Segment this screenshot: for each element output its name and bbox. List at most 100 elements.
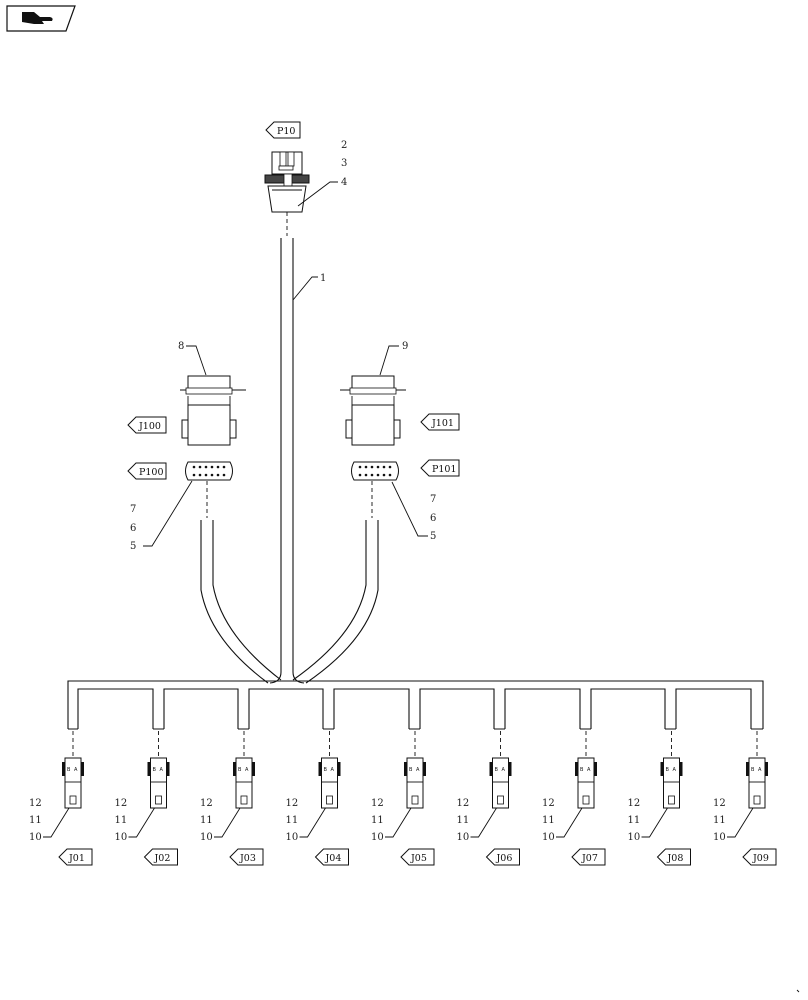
tag-j05[interactable]: J05 xyxy=(400,848,435,866)
tag-j04[interactable]: J04 xyxy=(314,848,349,866)
drop-item-number: 12 xyxy=(371,798,384,809)
svg-text:J09: J09 xyxy=(752,853,769,864)
svg-text:B: B xyxy=(67,767,71,773)
svg-text:A: A xyxy=(416,767,420,773)
svg-text:B: B xyxy=(409,767,413,773)
svg-text:J101: J101 xyxy=(431,418,454,429)
svg-text:2: 2 xyxy=(341,140,347,151)
svg-text:1: 1 xyxy=(320,273,326,284)
drop-item-number: 11 xyxy=(628,815,641,826)
hand-pointer-icon xyxy=(22,12,53,24)
drop-item-number: 12 xyxy=(200,798,213,809)
svg-text:J04: J04 xyxy=(325,853,342,864)
svg-text:B: B xyxy=(751,767,755,773)
distribution-bus xyxy=(67,680,764,730)
drop-item-number: 10 xyxy=(200,832,213,843)
drop-item-number: 10 xyxy=(371,832,384,843)
svg-text:A: A xyxy=(160,767,164,773)
svg-text:J01: J01 xyxy=(68,853,85,864)
svg-text:A: A xyxy=(587,767,591,773)
svg-text:P10: P10 xyxy=(277,126,295,137)
tag-j101[interactable]: J101 xyxy=(420,413,460,431)
svg-text:A: A xyxy=(673,767,677,773)
drop-item-number: 12 xyxy=(628,798,641,809)
svg-text:J08: J08 xyxy=(667,853,684,864)
tag-j08[interactable]: J08 xyxy=(656,848,691,866)
tag-j100[interactable]: J100 xyxy=(127,416,167,434)
drop-item-number: 11 xyxy=(542,815,555,826)
svg-text:A: A xyxy=(331,767,335,773)
drop-item-number: 10 xyxy=(29,832,42,843)
drop-item-number: 11 xyxy=(371,815,384,826)
svg-text:J06: J06 xyxy=(496,853,513,864)
svg-text:B: B xyxy=(238,767,242,773)
svg-text:B: B xyxy=(666,767,670,773)
left-branch: 8 J100 P100 7 6 5 xyxy=(127,341,282,684)
svg-text:7: 7 xyxy=(130,504,136,515)
svg-text:4: 4 xyxy=(341,177,347,188)
drop-item-number: 11 xyxy=(200,815,213,826)
drop-item-number: 11 xyxy=(457,815,470,826)
tag-j07[interactable]: J07 xyxy=(571,848,606,866)
svg-text:A: A xyxy=(758,767,762,773)
drop-item-number: 12 xyxy=(542,798,555,809)
svg-text:P101: P101 xyxy=(432,464,457,475)
drop-item-number: 10 xyxy=(115,832,128,843)
svg-text:J07: J07 xyxy=(581,853,598,864)
svg-text:J05: J05 xyxy=(410,853,427,864)
drop-item-number: 10 xyxy=(286,832,299,843)
drop-item-number: 10 xyxy=(628,832,641,843)
tag-p101[interactable]: P101 xyxy=(420,459,460,477)
svg-text:J03: J03 xyxy=(239,853,256,864)
right-branch: 9 J101 P101 7 6 5 xyxy=(292,341,460,684)
svg-text:A: A xyxy=(502,767,506,773)
svg-text:A: A xyxy=(74,767,78,773)
svg-text:6: 6 xyxy=(130,523,136,534)
svg-text:8: 8 xyxy=(178,341,184,352)
svg-text:P100: P100 xyxy=(139,467,164,478)
tag-j03[interactable]: J03 xyxy=(229,848,264,866)
svg-text:B: B xyxy=(495,767,499,773)
stray-mark xyxy=(796,989,800,993)
svg-text:5: 5 xyxy=(430,531,436,542)
nav-badge[interactable] xyxy=(6,5,76,32)
svg-text:3: 3 xyxy=(341,158,347,169)
svg-text:5: 5 xyxy=(130,541,136,552)
svg-text:A: A xyxy=(245,767,249,773)
svg-text:J100: J100 xyxy=(138,421,161,432)
drop-item-number: 12 xyxy=(115,798,128,809)
svg-text:6: 6 xyxy=(430,513,436,524)
tag-j06[interactable]: J06 xyxy=(485,848,520,866)
tag-j02[interactable]: J02 xyxy=(143,848,178,866)
svg-text:J02: J02 xyxy=(154,853,171,864)
drop-item-number: 12 xyxy=(29,798,42,809)
drop-item-number: 12 xyxy=(713,798,726,809)
tag-j01[interactable]: J01 xyxy=(58,848,93,866)
drop-item-number: 11 xyxy=(286,815,299,826)
tag-p10[interactable]: P10 xyxy=(265,121,301,139)
drop-item-number: 12 xyxy=(286,798,299,809)
drop-item-number: 11 xyxy=(713,815,726,826)
tag-p100[interactable]: P100 xyxy=(127,462,167,480)
svg-text:B: B xyxy=(580,767,584,773)
drop-item-number: 12 xyxy=(457,798,470,809)
drop-item-number: 10 xyxy=(457,832,470,843)
drop-item-number: 11 xyxy=(115,815,128,826)
trunk-cable: 1 xyxy=(269,238,326,684)
main-connector-p10: P10 2 3 4 xyxy=(264,121,347,236)
svg-text:9: 9 xyxy=(402,341,408,352)
drop-item-number: 10 xyxy=(713,832,726,843)
drop-item-number: 10 xyxy=(542,832,555,843)
tag-j09[interactable]: J09 xyxy=(742,848,777,866)
svg-text:B: B xyxy=(153,767,157,773)
